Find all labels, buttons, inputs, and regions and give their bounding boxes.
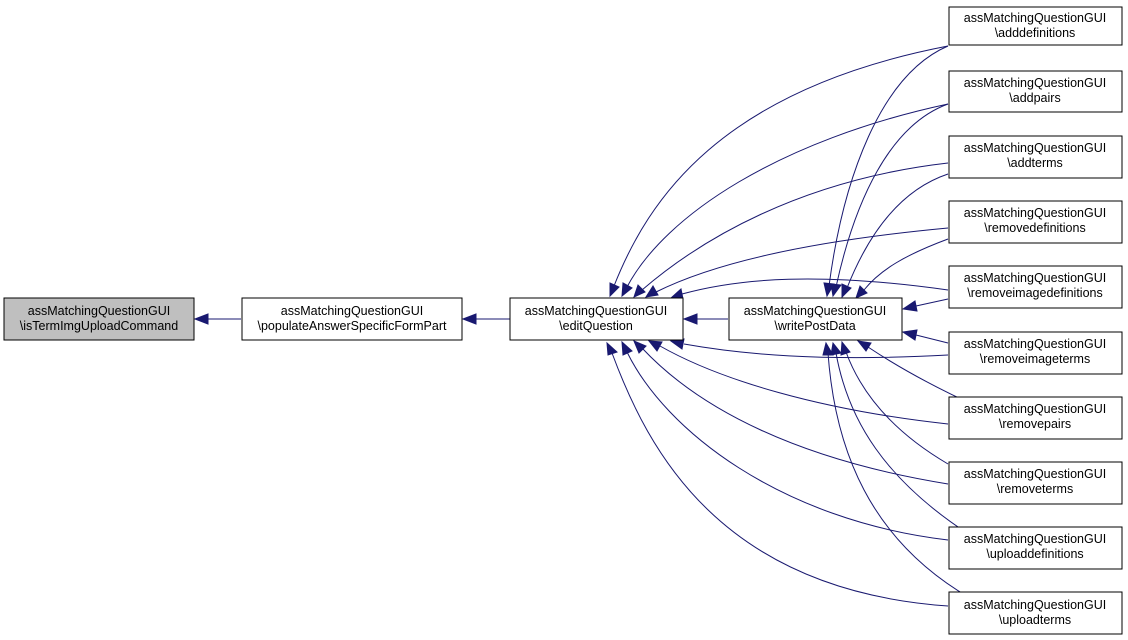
edge-addterms-to-writePostData (846, 173, 949, 289)
edge-uploaddefinitions-to-editQuestion (626, 351, 949, 541)
arrowhead-editQuestion-from-uploaddefinitions (621, 340, 633, 356)
node-adddefinitions-box (948, 6, 1123, 46)
node-addpairs-class-label: assMatchingQuestionGUI (964, 76, 1106, 90)
node-removepairs-class-label: assMatchingQuestionGUI (964, 402, 1106, 416)
arrowhead-editQuestion-from-removedefinitions (644, 285, 659, 298)
node-writePostData-method-label: \writePostData (774, 319, 855, 333)
node-isTermImgUploadCommand-method-label: \isTermImgUploadCommand (20, 319, 178, 333)
edge-removeterms-to-writePostData (845, 351, 949, 465)
node-addterms-method-label: \addterms (1007, 156, 1063, 170)
node-removeimagedefinitions-box (948, 265, 1123, 309)
arrowhead-isTermImgUploadCommand (193, 313, 209, 325)
edge-uploadterms-to-writePostData (827, 352, 971, 599)
node-adddefinitions[interactable]: assMatchingQuestionGUI \adddefinitions (948, 6, 1123, 46)
node-removepairs[interactable]: assMatchingQuestionGUI \removepairs (948, 396, 1123, 440)
node-removedefinitions[interactable]: assMatchingQuestionGUI \removedefinition… (948, 200, 1123, 244)
arrowhead-writePostData-from-uploadterms (822, 341, 834, 356)
edge-addterms-to-editQuestion (641, 162, 949, 291)
node-populateAnswerSpecificFormPart-method-label: \populateAnswerSpecificFormPart (258, 319, 447, 333)
arrowhead-writePostData-from-removeterms (840, 340, 851, 356)
node-writePostData-box (728, 297, 903, 341)
node-removeimagedefinitions[interactable]: assMatchingQuestionGUI \removeimagedefin… (948, 265, 1123, 309)
node-editQuestion-box (509, 297, 684, 341)
edge-removeimageterms-to-writePostData (915, 334, 949, 344)
node-isTermImgUploadCommand-box (3, 297, 195, 341)
node-isTermImgUploadCommand[interactable]: assMatchingQuestionGUI \isTermImgUploadC… (3, 297, 195, 341)
node-removeterms-box (948, 461, 1123, 505)
node-addterms[interactable]: assMatchingQuestionGUI \addterms (948, 135, 1123, 179)
node-uploaddefinitions-box (948, 526, 1123, 570)
node-adddefinitions-class-label: assMatchingQuestionGUI (964, 11, 1106, 25)
node-removeterms-method-label: \removeterms (997, 482, 1073, 496)
arrowhead-writePostData-from-addterms (841, 283, 852, 299)
arrowhead-writePostData-from-removepairs (856, 340, 872, 352)
edge-uploaddefinitions-to-writePostData (835, 352, 971, 536)
node-removeimageterms[interactable]: assMatchingQuestionGUI \removeimageterms (948, 331, 1123, 375)
node-populateAnswerSpecificFormPart-class-label: assMatchingQuestionGUI (281, 304, 423, 318)
edge-uploadterms-to-editQuestion (611, 352, 949, 607)
node-uploadterms-box (948, 591, 1123, 635)
node-isTermImgUploadCommand-class-label: assMatchingQuestionGUI (28, 304, 170, 318)
arrowhead-editQuestion-from-adddefinitions (609, 282, 620, 298)
arrowhead-editQuestion-from-addterms (633, 284, 646, 298)
arrowhead-writePostData-from-removedefinitions (855, 285, 868, 299)
node-uploaddefinitions[interactable]: assMatchingQuestionGUI \uploaddefinition… (948, 526, 1123, 570)
arrowhead-writePostData-from-addpairs (830, 283, 842, 298)
call-graph-edges (193, 45, 977, 607)
node-removeimageterms-method-label: \removeimageterms (980, 352, 1090, 366)
node-uploadterms[interactable]: assMatchingQuestionGUI \uploadterms (948, 591, 1123, 635)
node-populateAnswerSpecificFormPart-box (241, 297, 463, 341)
arrowhead-writePostData-from-removeimageterms (901, 329, 918, 341)
arrowhead-populateAnswerSpecificFormPart (461, 313, 477, 325)
node-writePostData[interactable]: assMatchingQuestionGUI \writePostData (728, 297, 903, 341)
node-removeimageterms-box (948, 331, 1123, 375)
arrowhead-editQuestion-from-removepairs (647, 340, 663, 352)
node-removeimagedefinitions-method-label: \removeimagedefinitions (967, 286, 1103, 300)
node-uploadterms-class-label: assMatchingQuestionGUI (964, 598, 1106, 612)
arrowhead-writePostData-from-uploaddefinitions (830, 341, 842, 356)
node-editQuestion-method-label: \editQuestion (559, 319, 633, 333)
edge-adddefinitions-to-writePostData (828, 45, 949, 287)
node-removedefinitions-method-label: \removedefinitions (984, 221, 1085, 235)
arrowhead-editQuestion-from-writePostData (682, 313, 698, 325)
edge-addpairs-to-writePostData (835, 103, 949, 288)
node-removeterms[interactable]: assMatchingQuestionGUI \removeterms (948, 461, 1123, 505)
node-populateAnswerSpecificFormPart[interactable]: assMatchingQuestionGUI \populateAnswerSp… (241, 297, 463, 341)
edge-addpairs-to-editQuestion (626, 103, 949, 288)
edge-removedefinitions-to-writePostData (863, 238, 949, 291)
node-removedefinitions-box (948, 200, 1123, 244)
arrowhead-editQuestion-from-uploadterms (606, 341, 618, 356)
node-addterms-class-label: assMatchingQuestionGUI (964, 141, 1106, 155)
node-removepairs-method-label: \removepairs (999, 417, 1071, 431)
node-uploaddefinitions-method-label: \uploaddefinitions (986, 547, 1083, 561)
node-removepairs-box (948, 396, 1123, 440)
arrowhead-editQuestion-from-removeterms (633, 340, 647, 354)
node-adddefinitions-method-label: \adddefinitions (995, 26, 1076, 40)
edge-adddefinitions-to-editQuestion (613, 45, 949, 287)
edge-removeterms-to-editQuestion (641, 347, 949, 485)
node-uploadterms-method-label: \uploadterms (999, 613, 1071, 627)
node-addpairs-box (948, 70, 1123, 113)
call-graph-nodes: assMatchingQuestionGUI \isTermImgUploadC… (3, 6, 1123, 635)
node-removeimageterms-class-label: assMatchingQuestionGUI (964, 337, 1106, 351)
node-removedefinitions-class-label: assMatchingQuestionGUI (964, 206, 1106, 220)
node-addpairs-method-label: \addpairs (1009, 91, 1060, 105)
edge-removeimagedefinitions-to-editQuestion (681, 278, 949, 295)
node-uploaddefinitions-class-label: assMatchingQuestionGUI (964, 532, 1106, 546)
edge-removeimageterms-to-editQuestion (683, 343, 949, 359)
node-removeterms-class-label: assMatchingQuestionGUI (964, 467, 1106, 481)
node-editQuestion[interactable]: assMatchingQuestionGUI \editQuestion (509, 297, 684, 341)
node-addpairs[interactable]: assMatchingQuestionGUI \addpairs (948, 70, 1123, 113)
node-removeimagedefinitions-class-label: assMatchingQuestionGUI (964, 271, 1106, 285)
edge-removeimagedefinitions-to-writePostData (915, 298, 949, 307)
node-editQuestion-class-label: assMatchingQuestionGUI (525, 304, 667, 318)
edge-removedefinitions-to-editQuestion (655, 227, 949, 293)
arrowhead-editQuestion-from-addpairs (621, 282, 633, 298)
edge-removepairs-to-editQuestion (659, 345, 949, 425)
node-addterms-box (948, 135, 1123, 179)
node-writePostData-class-label: assMatchingQuestionGUI (744, 304, 886, 318)
arrowhead-writePostData-from-removeimagedefinitions (901, 300, 918, 312)
